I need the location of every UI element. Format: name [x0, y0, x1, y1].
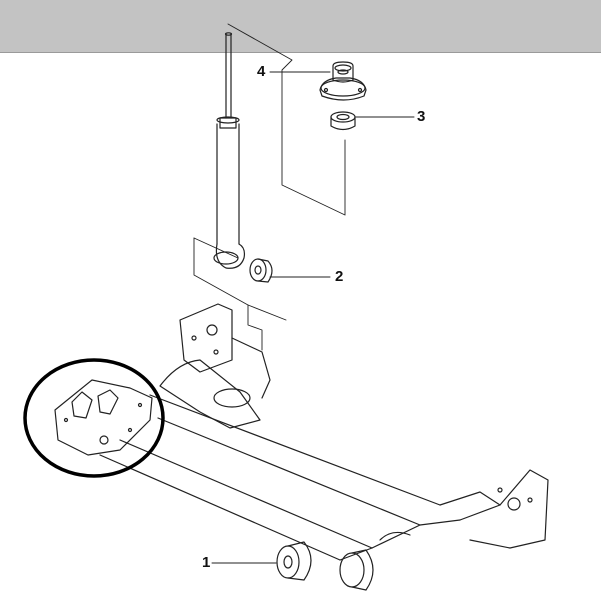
leader-lines: [211, 71, 415, 564]
rear-axle-beam: [99, 303, 549, 561]
callout-1: 1: [202, 554, 211, 571]
shock-absorber: [213, 32, 246, 269]
highlight-circle: [23, 358, 165, 478]
top-mount: [319, 61, 367, 101]
shock-lower-bushing: [249, 258, 273, 283]
callout-2: 2: [335, 268, 344, 285]
callout-3: 3: [417, 108, 426, 125]
left-mount-bracket: [54, 379, 153, 456]
callout-4: 4: [257, 63, 266, 80]
assembly-guide-lines: [193, 23, 346, 351]
strut-mount-bearing: [330, 111, 356, 131]
rear-axle-bushing: [276, 541, 374, 591]
header-band: [0, 0, 601, 53]
